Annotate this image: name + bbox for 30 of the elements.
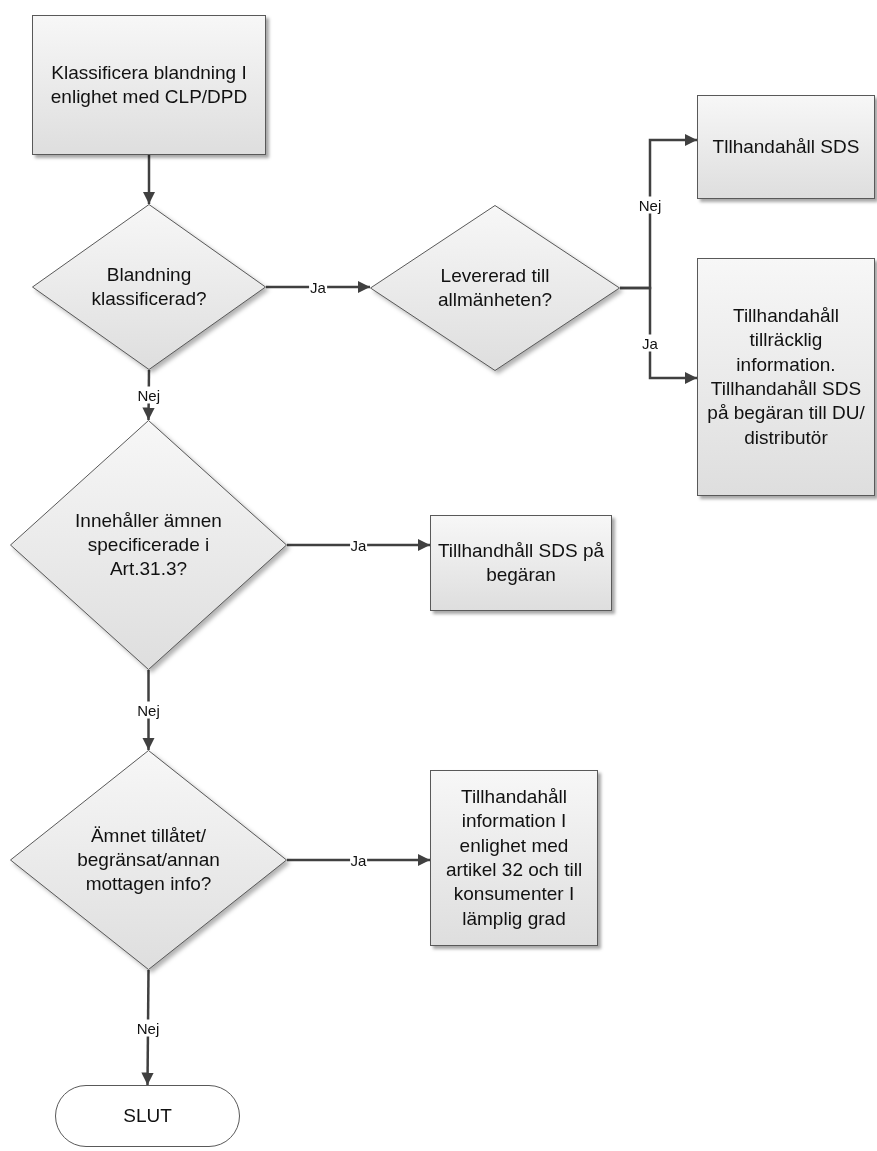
process-box <box>697 258 875 496</box>
node-label: Tllhandahåll SDS <box>711 134 861 159</box>
node-label: Tillhandhåll SDS på begäran <box>436 538 606 587</box>
decision-diamond <box>370 205 620 371</box>
node-label: Klassificera blandning I enlighet med CLP/DPD <box>49 60 249 109</box>
process-box <box>32 15 266 155</box>
process-box <box>697 95 875 199</box>
node-label: Blandning klassificerad? <box>90 262 208 311</box>
decision-diamond <box>10 420 287 670</box>
arrow <box>287 853 430 867</box>
node-label: Ämnet tillåtet/ begränsat/annan mottagen info? <box>76 823 221 897</box>
arrow <box>266 280 370 294</box>
node-label: SLUT <box>123 1103 172 1128</box>
arrow <box>620 286 697 385</box>
decision-diamond <box>10 750 287 970</box>
arrow <box>142 155 156 204</box>
arrow <box>287 538 430 552</box>
process-box <box>430 515 612 611</box>
decision-diamond <box>32 204 266 370</box>
edge-label: Nej <box>637 196 663 214</box>
node-label: Innehåller ämnen specificerade i Art.31.3? <box>74 508 223 582</box>
node-label: Tillhandahåll information I enlighet med artikel 32 och till konsumenter I lämplig grad <box>444 785 584 931</box>
node-label: Tillhandahåll tillräcklig information. Tillhandahåll SDS på begäran till DU/ distributör <box>706 304 866 450</box>
edge-label: Nej <box>136 701 161 719</box>
edge-label: Ja <box>641 334 659 352</box>
arrow <box>141 970 154 1085</box>
edge-label: Nej <box>135 1019 161 1036</box>
process-box <box>430 770 598 946</box>
edge-label: Nej <box>136 386 161 404</box>
node-label: Levererad till allmänheten? <box>436 263 554 312</box>
